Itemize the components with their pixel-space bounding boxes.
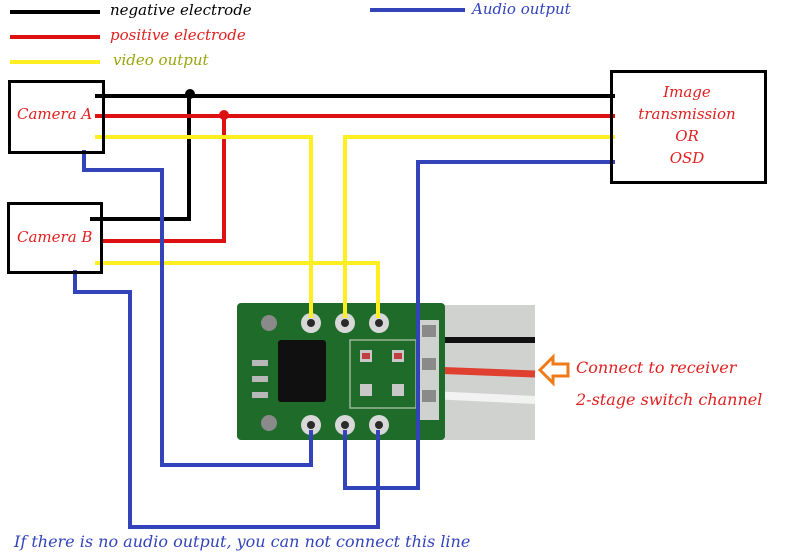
negative-junction bbox=[185, 89, 195, 99]
image-line-3: OR bbox=[675, 127, 699, 145]
legend-video-label: video output bbox=[113, 51, 209, 69]
camera-b-label: Camera B bbox=[17, 228, 93, 246]
camera-a-box bbox=[8, 80, 105, 154]
positive-junction bbox=[219, 110, 229, 120]
legend-positive-label: positive electrode bbox=[110, 26, 246, 44]
positive-wires bbox=[95, 114, 615, 243]
legend-negative-label: negative electrode bbox=[110, 1, 252, 19]
legend-audio-label: Audio output bbox=[472, 0, 571, 18]
pcb-module bbox=[237, 303, 536, 440]
audio-wires bbox=[73, 150, 615, 529]
camera-b-box bbox=[7, 202, 103, 274]
image-line-2: transmission bbox=[638, 105, 736, 123]
image-transmission-box bbox=[610, 70, 767, 184]
image-line-4: OSD bbox=[669, 149, 705, 167]
receiver-note-line-1: Connect to receiver bbox=[576, 358, 737, 377]
camera-a-label: Camera A bbox=[17, 105, 93, 123]
image-line-1: Image bbox=[663, 83, 711, 101]
video-wires bbox=[95, 135, 615, 318]
receiver-note-line-2: 2-stage switch channel bbox=[576, 390, 763, 409]
image-transmission-text: Image transmission OR OSD bbox=[622, 81, 752, 169]
arrow-icon bbox=[537, 353, 570, 387]
footer-note: If there is no audio output, you can not… bbox=[14, 532, 471, 551]
